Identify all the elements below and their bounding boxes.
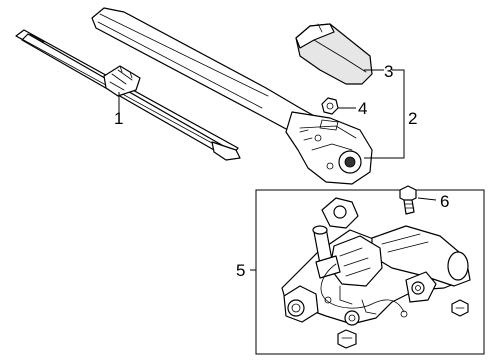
wiper-motor: [281, 197, 471, 326]
mounting-bolt-lower-2: [337, 329, 357, 349]
callout-6-bolt: 6: [440, 192, 449, 211]
callout-4-nut: 4: [358, 99, 367, 118]
callout-3-cap: 3: [384, 62, 393, 81]
wiper-arm: [91, 7, 373, 185]
mounting-bolt: [399, 185, 417, 215]
pivot-cap: [295, 23, 373, 85]
callout-2-arm: 2: [408, 109, 417, 128]
mounting-bolt-lower-1: [451, 299, 469, 317]
callout-5-motor: 5: [236, 261, 245, 280]
motor-group-box: [255, 189, 485, 355]
wiper-blade: [15, 29, 241, 161]
leader-line-bolt: [417, 197, 437, 201]
callout-1-blade: 1: [114, 109, 123, 128]
nut: [321, 97, 339, 115]
leader-line-arm: [364, 69, 405, 159]
